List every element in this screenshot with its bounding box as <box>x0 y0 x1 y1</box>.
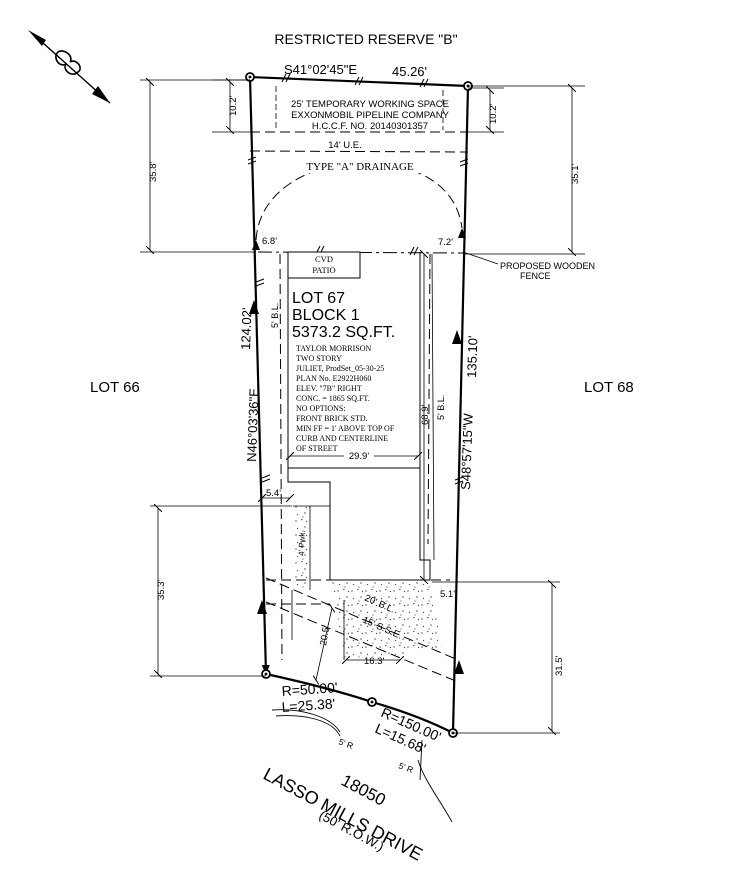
dim-right-top-offset: 10.2' <box>488 104 499 124</box>
dim-depth-68-9: 68.9' <box>420 405 431 425</box>
front-curve-left <box>265 672 373 704</box>
bearing-top-distance: 45.26' <box>392 64 427 79</box>
lot-area: 5373.2 SQ.FT. <box>292 324 395 341</box>
house-note: OF STREET <box>296 444 338 453</box>
dim-left-35-3: 35.3' <box>156 580 167 600</box>
north-arrow-icon <box>28 30 111 104</box>
private-walk <box>293 506 310 588</box>
house-note: CURB AND CENTERLINE <box>296 434 388 443</box>
bearing-top: S41°02'45"E <box>284 62 357 77</box>
lot-number: LOT 67 <box>292 290 345 307</box>
left-building-line <box>279 253 283 661</box>
lot-68-label: LOT 68 <box>584 379 634 396</box>
easement-line1: 25' TEMPORARY WORKING SPACE <box>291 99 449 110</box>
curve1-length: L=25.38' <box>281 695 336 715</box>
dim-right-31-5: 31.5' <box>554 656 565 676</box>
dim-left-6-8: 6.8' <box>262 236 277 247</box>
fence-label-line1: PROPOSED WOODEN <box>500 261 595 271</box>
house-note: TAYLOR MORRISON <box>296 344 372 353</box>
patio-label-line2: PATIO <box>312 265 335 275</box>
lot-66-label: LOT 66 <box>90 379 140 396</box>
patio-label-line1: CVD <box>315 254 333 264</box>
easement-line2: EXXONMOBIL PIPELINE COMPANY <box>291 110 450 121</box>
setback-left: 5' B.L. <box>270 303 280 328</box>
restricted-reserve-label: RESTRICTED RESERVE "B" <box>274 31 457 47</box>
bearing-left: N46°03'36"E <box>244 388 262 463</box>
dim-left-top-offset: 10.2' <box>228 96 239 116</box>
house-notes: TAYLOR MORRISON TWO STORY JULIET, ProdSe… <box>296 344 395 453</box>
block-number: BLOCK 1 <box>292 307 360 324</box>
drainage-swale <box>255 161 463 241</box>
bearing-right-distance: 135.10' <box>464 335 480 378</box>
dim-right-7-2: 7.2' <box>438 237 453 248</box>
bearing-right: S48°57'15"W <box>458 412 476 490</box>
dim-left-5-4: 5.4' <box>266 488 281 499</box>
fence-label-line2: FENCE <box>520 271 551 281</box>
curb-left <box>271 709 341 733</box>
drainage-label: TYPE "A" DRAINAGE <box>306 161 414 173</box>
house-note: NO OPTIONS: <box>296 404 346 413</box>
dim-left-35-8: 35.8' <box>148 162 159 182</box>
house-note: CONC. = 1865 SQ.FT. <box>296 394 370 403</box>
curb-right <box>417 759 453 823</box>
house-note: PLAN No. E2922H060 <box>296 374 371 383</box>
bearing-left-distance: 124.02' <box>238 307 254 350</box>
right-boundary-line <box>451 85 470 734</box>
dim-width-29-9: 29.9' <box>349 451 369 462</box>
dim-right-35-1: 35.1' <box>570 164 581 184</box>
driveway <box>332 580 442 660</box>
utility-easement-label: 14' U.E. <box>328 140 362 151</box>
lot-boundary <box>248 75 470 734</box>
dim-drive-20-5: 20.5' <box>318 624 332 646</box>
house-note: FRONT BRICK STD. <box>296 414 368 423</box>
setback-right: 5' B.L. <box>436 395 446 420</box>
house-note: MIN FF = 1' ABOVE TOP OF <box>296 424 395 433</box>
left-boundary-line <box>248 76 270 675</box>
easement-line3: H.C.C.F. NO. 20140301357 <box>312 121 428 132</box>
curve1-radius: R=50.00' <box>281 679 338 699</box>
curb-radius-right: 5' R <box>397 760 414 774</box>
curb-radius-left: 5' R <box>337 736 354 750</box>
rear-boundary-line <box>249 75 469 88</box>
dim-right-5-1: 5.1' <box>440 589 455 600</box>
covered-patio <box>287 251 361 279</box>
house-note: JULIET, ProdSet_05-30-25 <box>296 364 384 373</box>
dim-drive-16-3: 16.3' <box>364 656 384 667</box>
front-curve-right <box>371 700 454 734</box>
private-walk-label: 4' Pwk. <box>297 530 307 556</box>
house-note: ELEV. "7B" RIGHT <box>296 384 362 393</box>
house-note: TWO STORY <box>296 354 342 363</box>
